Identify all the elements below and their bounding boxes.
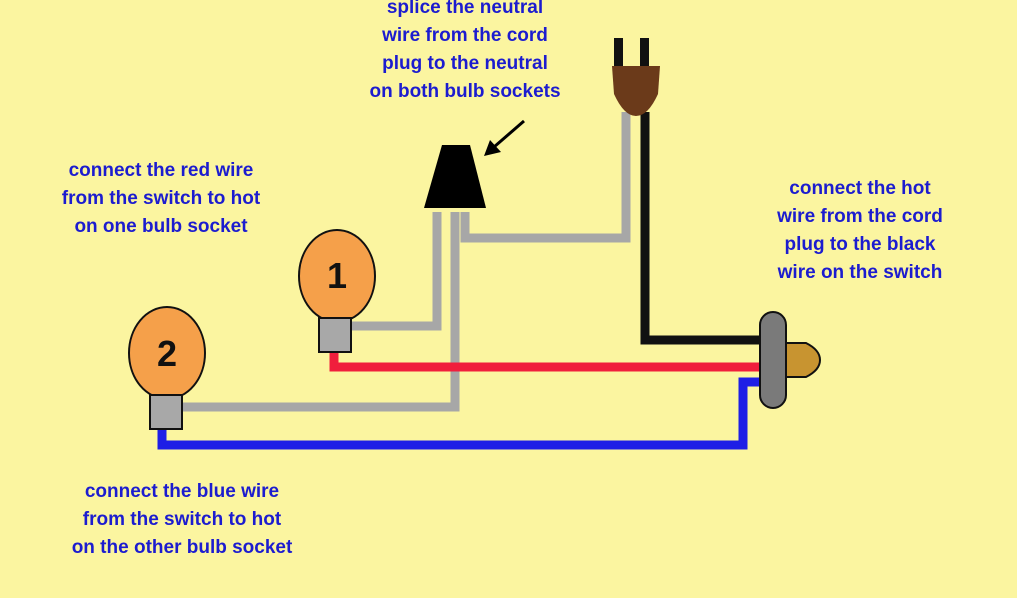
note-line: wire from the cord [382, 25, 548, 46]
neutral-wire-bulb1 [346, 212, 442, 331]
note-line: from the switch to hot [61, 188, 261, 209]
switch-body [759, 311, 787, 409]
power-plug-icon [612, 38, 660, 116]
note-line: splice the neutral [386, 0, 544, 18]
arrow-icon [484, 119, 525, 156]
hot-wire [640, 112, 768, 345]
red-wire-note: connect the red wire from the switch to … [16, 157, 306, 241]
note-line: on both bulb sockets [369, 81, 561, 102]
bulb-1-number: 1 [327, 255, 347, 296]
neutral-wire-cord [460, 112, 631, 243]
note-line: from the switch to hot [82, 509, 282, 530]
blue-wire-note: connect the blue wire from the switch to… [22, 478, 342, 562]
note-line: plug to the neutral [382, 53, 548, 74]
splice-neutral-note: splice the neutral wire from the cord pl… [330, 0, 600, 106]
neutral-wire-bulb2 [180, 212, 460, 412]
note-line: on the other bulb socket [71, 537, 293, 558]
neutral-wires [180, 112, 631, 412]
note-line: connect the red wire [68, 160, 254, 181]
hot-wire-note: connect the hot wire from the cord plug … [740, 175, 980, 287]
note-line: connect the blue wire [84, 481, 280, 502]
note-line: on one bulb socket [74, 216, 248, 237]
toggle-switch-icon [759, 311, 822, 409]
switch-toggle [785, 342, 822, 378]
red-wire [329, 352, 768, 372]
wire-nut-icon [424, 145, 486, 208]
blue-wire [157, 377, 768, 450]
bulb-2-number: 2 [157, 333, 177, 374]
note-line: plug to the black [784, 234, 936, 255]
bulb-2-base [149, 394, 183, 430]
bulb-1-base [318, 317, 352, 353]
bulb-2: 2 [128, 306, 206, 430]
bulb-1: 1 [298, 229, 376, 353]
note-line: wire from the cord [777, 206, 943, 227]
note-line: wire on the switch [777, 262, 943, 283]
note-line: connect the hot [789, 178, 931, 199]
